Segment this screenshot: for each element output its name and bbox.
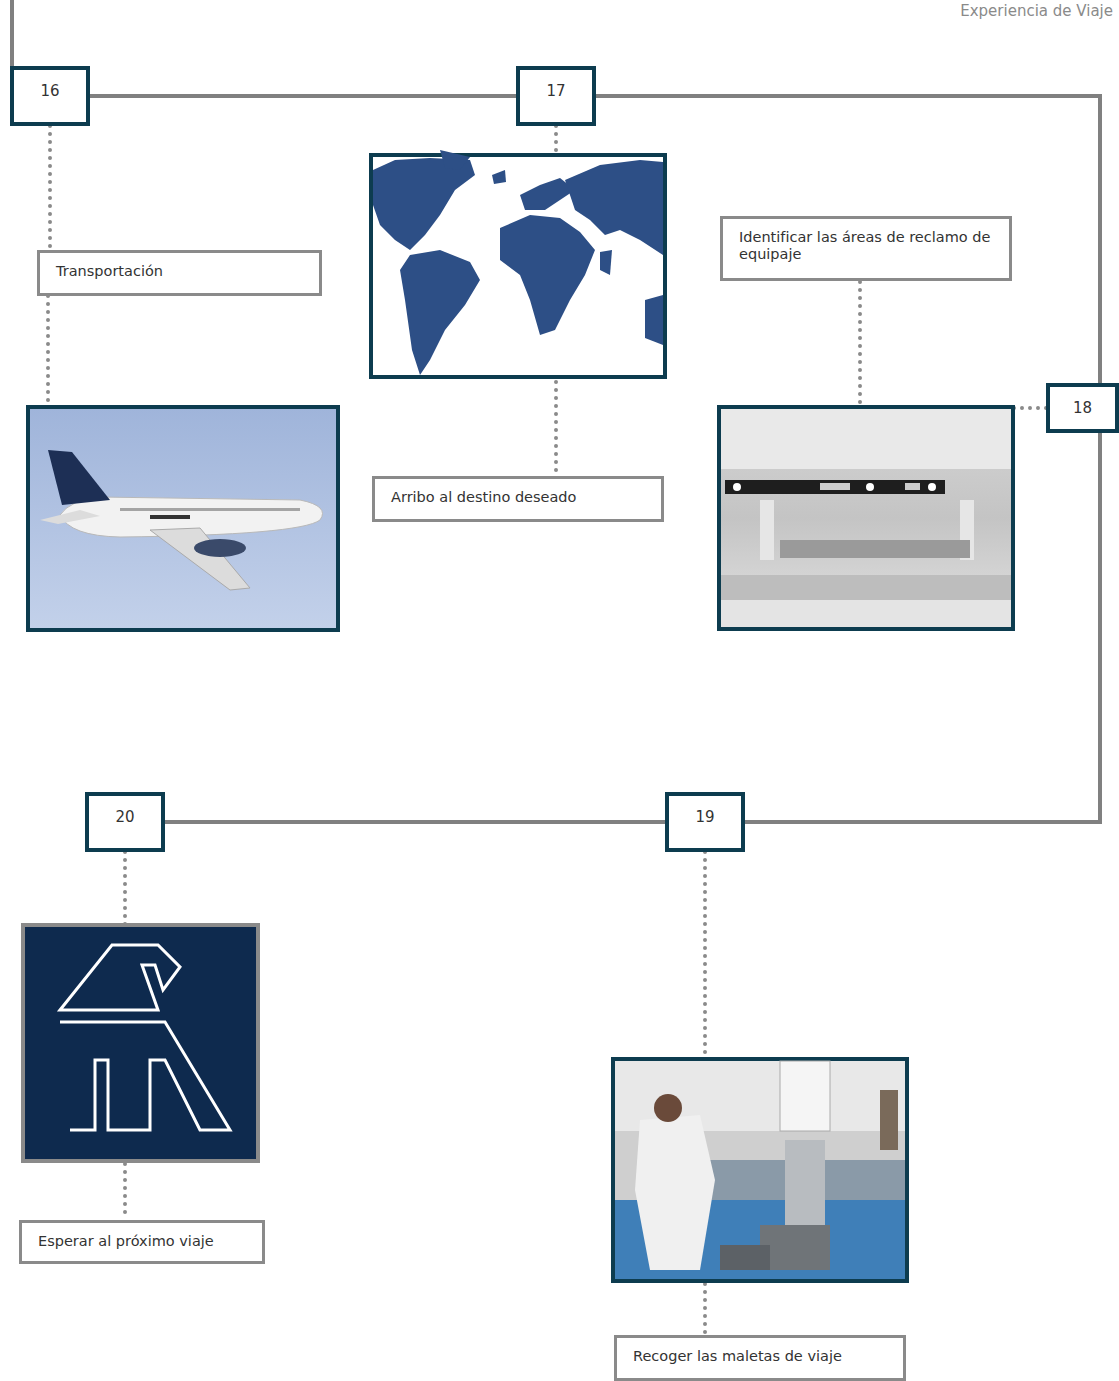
- step-number: 20: [85, 792, 165, 852]
- step-text: Recoger las maletas de viaje: [633, 1348, 889, 1365]
- plane-photo: [28, 407, 338, 630]
- callout-number: 18: [1050, 399, 1115, 417]
- step-label: Identificar las áreas de reclamo de equi…: [720, 216, 1012, 281]
- step-text: Arribo al destino deseado: [391, 489, 647, 506]
- step-number: 17: [516, 66, 596, 126]
- flow-line: [596, 96, 1100, 383]
- dotted-connector: [860, 281, 1046, 408]
- airline-logo: [23, 925, 258, 1161]
- flow-line: [90, 94, 516, 98]
- callout-number: 19: [669, 808, 741, 826]
- baggage-claim-photo: [613, 1059, 907, 1281]
- step-number: 16: [10, 66, 90, 126]
- callout-number: 17: [520, 82, 592, 100]
- step-number: 18: [1046, 383, 1119, 433]
- page-header: Experiencia de Viaje: [960, 2, 1113, 20]
- callout-number: 20: [89, 808, 161, 826]
- step-label: Esperar al próximo viaje: [19, 1220, 265, 1264]
- step-text: Esperar al próximo viaje: [38, 1233, 248, 1250]
- flow-line: [165, 820, 665, 824]
- leader-dots: [46, 296, 50, 403]
- step-label: Recoger las maletas de viaje: [614, 1335, 906, 1381]
- step-text: Transportación: [56, 263, 305, 280]
- step-text: Identificar las áreas de reclamo de equi…: [739, 229, 995, 263]
- flow-line: [10, 0, 14, 66]
- step-number: 19: [665, 792, 745, 852]
- step-label: Transportación: [37, 250, 322, 296]
- baggage-area-photo: [719, 407, 1013, 629]
- dotted-connector: [48, 126, 52, 250]
- step-label: Arribo al destino deseado: [372, 476, 664, 522]
- callout-number: 16: [14, 82, 86, 100]
- world-map: [371, 150, 665, 377]
